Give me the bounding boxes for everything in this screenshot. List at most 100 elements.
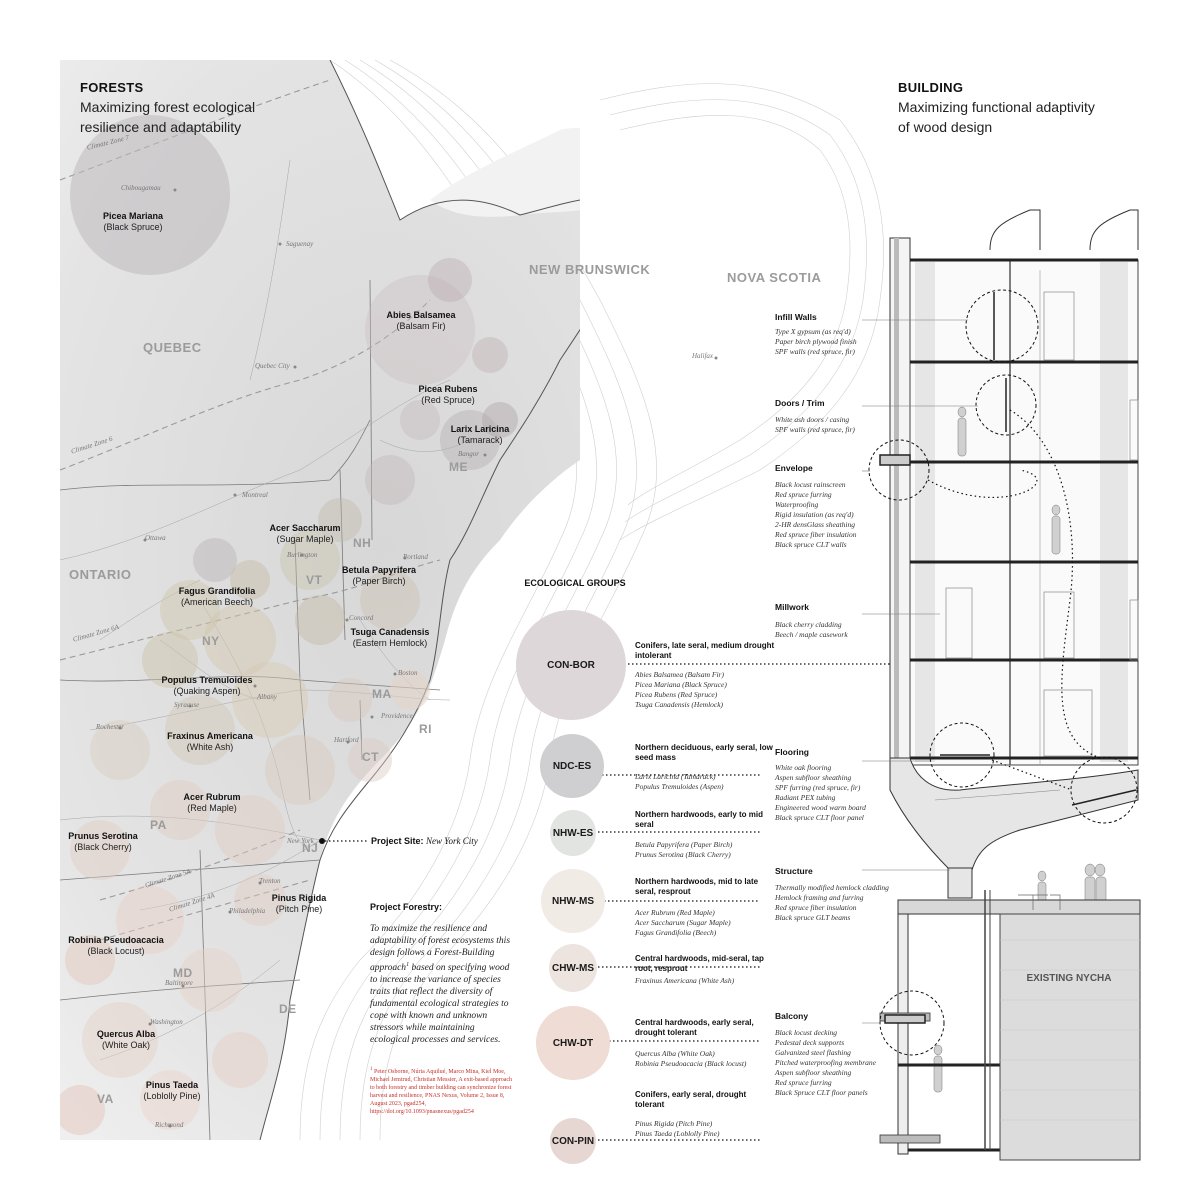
eg-desc: Central hardwoods, mid-seral, tap root, … [635,954,764,973]
eg-desc: Northern hardwoods, early to mid seral [635,810,764,829]
species-name: Picea Rubens [418,384,478,394]
eg-desc: Northern hardwoods, mid to late seral, r… [635,877,759,896]
eg-desc: Conifers, late seral, medium drought int… [635,641,775,660]
region-me: ME [449,460,468,474]
species-common: (Balsam Fir) [396,321,446,331]
building-section [879,209,1141,1161]
region-ontario: ONTARIO [69,567,132,582]
city-halifax: Halifax [692,352,713,360]
eg-circle-con-bor: CON-BOR [516,610,626,720]
species-name: Pinus Rigida [271,893,327,903]
city-burlington: Burlington [287,551,318,559]
species-common: (Eastern Hemlock) [352,638,428,648]
species-name: Acer Rubrum [183,792,241,802]
species-common: (Red Maple) [187,803,237,813]
project-site-label: Project Site: New York City [371,836,478,846]
eg-code: CON-PIN [551,1135,595,1147]
city-ottawa: Ottawa [145,534,166,542]
species-name: Robinia Pseudoacacia [68,935,164,945]
layer-title-envelope: Envelope [775,463,813,473]
region-vt: VT [306,573,323,587]
species-name: Tsuga Canadensis [350,627,430,637]
eg-species: Abies Balsamea (Balsam Fir)Picea Mariana… [635,670,727,709]
city-dots [118,188,718,1128]
city-baltimore: Baltimore [165,979,193,987]
region-va: VA [97,1092,114,1106]
city-rochester: Rochester [96,723,124,731]
species-common: (Paper Birch) [352,576,406,586]
species-common: (Quaking Aspen) [173,686,241,696]
species-common: (Pitch Pine) [275,904,323,914]
eg-desc: Central hardwoods, early seral, drought … [635,1018,754,1037]
ecological-groups-title: ECOLOGICAL GROUPS [524,578,626,588]
eg-species: Quercus Alba (White Oak)Robinia Pseudoac… [635,1049,747,1068]
project-forestry-reference: 1 Peter Osborne, Núria Aquilué, Marco Mi… [370,1067,513,1115]
eg-circle-ndc-es: NDC-ES [540,734,604,798]
region-nh: NH [353,536,372,550]
species-common: (White Oak) [101,1040,151,1050]
region-nova-scotia: NOVA SCOTIA [727,270,822,285]
species-common: (White Ash) [186,742,234,752]
layer-title-structure: Structure [775,866,813,876]
region-ct: CT [362,750,379,764]
species-common: (Tamarack) [457,435,503,445]
eg-code: CHW-DT [552,1037,594,1049]
building-subtitle: Maximizing functional adaptivity of wood… [898,99,1095,135]
species-name: Acer Saccharum [269,523,341,533]
forests-subtitle: Maximizing forest ecological resilience … [80,99,256,135]
species-name: Betula Papyrifera [341,565,417,575]
project-forestry-body: To maximize the resilience and adaptabil… [370,924,511,1046]
region-quebec: QUEBEC [143,340,202,355]
city-albany: Albany [257,693,277,701]
species-name: Picea Mariana [102,211,164,221]
species-common: (American Beech) [180,597,254,607]
species-common: (Black Cherry) [74,842,132,852]
species-name: Abies Balsamea [386,310,456,320]
layer-title-flooring: Flooring [775,747,809,757]
species-name: Pinus Taeda [145,1080,199,1090]
species-name: Populus Tremuloides [161,675,253,685]
species-range-blobs [60,258,518,1135]
layer-title-doors-trim: Doors / Trim [775,398,825,408]
city-trenton: Trenton [259,877,281,885]
eg-code: NHW-ES [552,827,594,839]
state-borders [60,279,441,1140]
species-name: Larix Laricina [450,424,510,434]
city-new-york: New York [287,837,314,845]
eg-code: CON-BOR [547,659,595,671]
eg-leaders [590,663,890,1141]
city-richmond: Richmond [155,1121,184,1129]
eg-circle-chw-dt: CHW-DT [536,1006,610,1080]
eg-code: CHW-MS [551,962,594,974]
city-quebec-city: Quebec City [255,362,290,370]
region-md: MD [173,966,193,980]
layer-title-balcony: Balcony [775,1011,809,1021]
eg-species: Pinus Rigida (Pitch Pine)Pinus Taeda (Lo… [635,1119,720,1138]
region-nj: NJ [302,841,319,855]
eg-code: NHW-MS [551,895,594,907]
project-forestry-title: Project Forestry: [370,902,443,912]
project-site-marker [319,838,325,844]
eg-species: Acer Rubrum (Red Maple)Acer Saccharum (S… [635,908,731,937]
eg-circle-nhw-ms: NHW-MS [541,869,605,933]
species-name: Fagus Grandifolia [178,586,256,596]
range-picea-mariana [70,115,230,275]
species-common: (Black Spruce) [103,222,163,232]
species-common: (Sugar Maple) [276,534,334,544]
eg-species: Fraxinus Americana (White Ash) [635,976,735,985]
region-pa: PA [150,818,167,832]
region-ma: MA [372,687,392,701]
city-chibougamau: Chibougamau [121,184,161,192]
region-de: DE [279,1002,297,1016]
species-common: (Red Spruce) [421,395,475,405]
species-common: (Loblolly Pine) [143,1091,201,1101]
city-saguenay: Saguenay [286,240,314,248]
city-washington: Washington [150,1018,183,1026]
